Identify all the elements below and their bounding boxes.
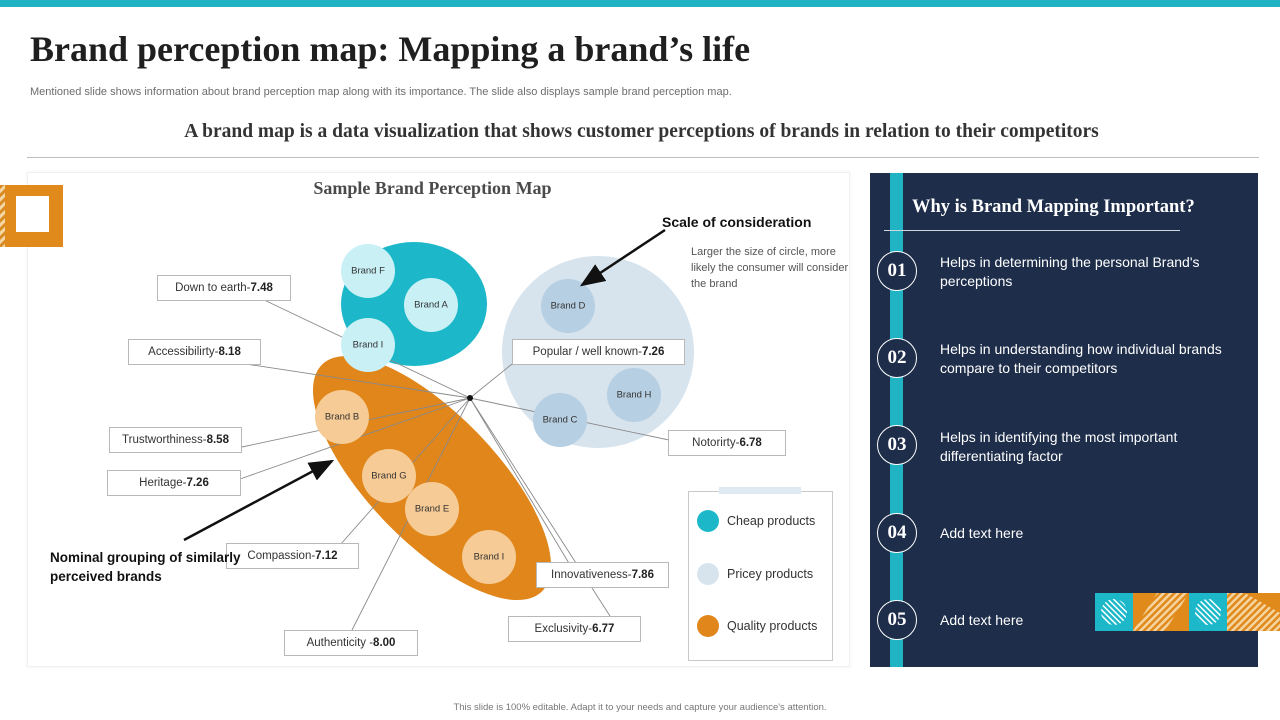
decorative-pattern-icon <box>1095 593 1280 631</box>
brand-i-quality-bubble <box>462 530 516 584</box>
step-1-text: Helps in determining the personal Brand'… <box>940 254 1200 289</box>
step-4-text: Add text here <box>940 525 1024 541</box>
brand-b-bubble <box>315 390 369 444</box>
scale-arrow <box>579 228 666 287</box>
page-subtitle: Mentioned slide shows information about … <box>30 86 732 98</box>
attribute-down-to-earth: Down to earth-7.48 <box>157 275 291 301</box>
grouping-note: Nominal grouping of similarly perceived … <box>50 550 241 584</box>
scale-description: Larger the size of circle, more likely t… <box>691 246 849 290</box>
attribute-authenticity: Authenticity -8.00 <box>284 630 418 656</box>
legend-item-pricey: Pricey products <box>697 563 813 585</box>
tagline: A brand map is a data visualization that… <box>184 121 1099 142</box>
brand-i-cheap-bubble <box>341 318 395 372</box>
top-accent-bar <box>0 0 1280 7</box>
legend-item-cheap: Cheap products <box>697 510 815 532</box>
panel-title: Why is Brand Mapping Important? <box>912 197 1195 217</box>
attribute-accessibility: Accessibilirty-8.18 <box>128 339 261 365</box>
step-5-text: Add text here <box>940 612 1024 628</box>
brand-c-bubble <box>533 393 587 447</box>
attribute-notoriety: Notorirty-6.78 <box>668 430 786 456</box>
attribute-heritage: Heritage-7.26 <box>107 470 241 496</box>
step-1-number: 01 <box>877 251 917 291</box>
brand-g-bubble <box>362 449 416 503</box>
attribute-compassion: Compassion-7.12 <box>226 543 359 569</box>
attribute-exclusivity: Exclusivity-6.77 <box>508 616 641 642</box>
importance-panel: Why is Brand Mapping Important? 01 Helps… <box>870 173 1258 667</box>
legend-tab <box>719 487 801 494</box>
grouping-arrow <box>183 459 335 542</box>
panel-stripe <box>890 173 903 667</box>
attribute-popular: Popular / well known-7.26 <box>512 339 685 365</box>
brand-f-bubble <box>341 244 395 298</box>
scale-title: Scale of consideration <box>662 214 812 230</box>
panel-divider <box>884 230 1180 231</box>
pricey-swatch-icon <box>697 563 719 585</box>
attribute-innovativeness: Innovativeness-7.86 <box>536 562 669 588</box>
page-title: Brand perception map: Mapping a brand’s … <box>30 29 751 69</box>
quality-swatch-icon <box>697 615 719 637</box>
step-4-number: 04 <box>877 513 917 553</box>
step-2-text: Helps in understanding how individual br… <box>940 341 1222 376</box>
legend-item-quality: Quality products <box>697 615 817 637</box>
brand-a-bubble <box>404 278 458 332</box>
brand-h-bubble <box>607 368 661 422</box>
step-3-text: Helps in identifying the most important … <box>940 429 1178 464</box>
step-5-number: 05 <box>877 600 917 640</box>
legend: Cheap products Pricey products Quality p… <box>688 491 833 661</box>
brand-e-bubble <box>405 482 459 536</box>
divider <box>27 157 1259 158</box>
attribute-trustworthiness: Trustworthiness-8.58 <box>109 427 242 453</box>
cheap-swatch-icon <box>697 510 719 532</box>
corner-frame-icon <box>0 185 63 247</box>
step-3-number: 03 <box>877 425 917 465</box>
brand-d-bubble <box>541 279 595 333</box>
map-title: Sample Brand Perception Map <box>313 178 552 198</box>
footer-note: This slide is 100% editable. Adapt it to… <box>453 702 827 713</box>
step-2-number: 02 <box>877 338 917 378</box>
